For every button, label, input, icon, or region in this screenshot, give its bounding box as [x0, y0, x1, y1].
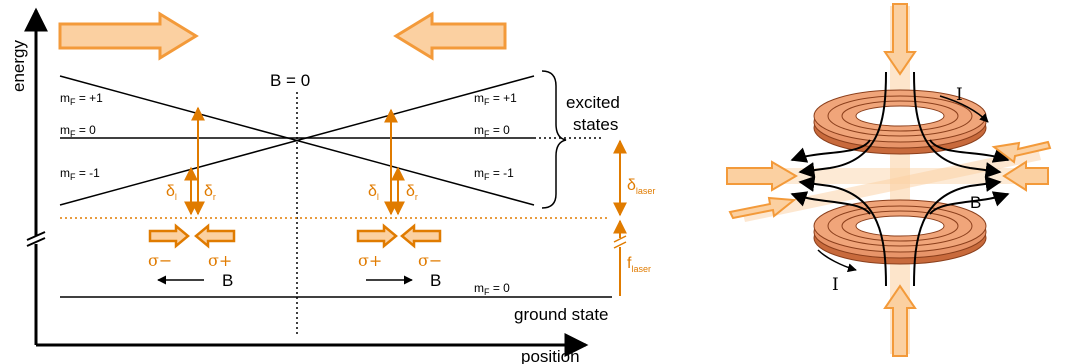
- upper-current-arrow: [939, 95, 989, 123]
- excited-label-line1: excited: [566, 93, 620, 112]
- upper-current-label: I: [956, 85, 963, 105]
- f-laser-break-a: [613, 235, 627, 243]
- right-mf-plus1: mF = +1: [474, 91, 517, 107]
- right-mf-zero: mF = 0: [474, 123, 510, 139]
- right-sigma-plus: σ+: [358, 251, 382, 270]
- axis-break: [26, 231, 46, 247]
- mot-beam-top: [883, 3, 917, 76]
- small-arrow-right-pair-left: [400, 223, 442, 249]
- left-sigma-plus: σ+: [208, 251, 232, 270]
- delta-laser-label: δlaser: [627, 177, 655, 196]
- small-arrow-right-pair-right: [356, 223, 398, 249]
- right-delta-l-label: δl: [368, 183, 379, 202]
- level-crossing-b: [59, 75, 535, 206]
- right-b-field-label: B: [430, 271, 441, 290]
- lower-coil: [813, 199, 987, 265]
- mot-beam-diag-upper-right: [991, 140, 1052, 164]
- right-sigma-minus: σ−: [418, 251, 442, 270]
- left-mf-plus1: mF = +1: [60, 91, 103, 107]
- lower-current-label: I: [832, 275, 839, 295]
- y-axis-label: energy: [9, 40, 28, 92]
- left-mf-minus1: mF = -1: [60, 166, 100, 182]
- energy-diagram: energy position B = 0 mF = +1 mF = 0 mF …: [9, 7, 655, 364]
- right-delta-r-label: δr: [406, 183, 418, 202]
- left-delta-r-label: δr: [204, 183, 216, 202]
- mot-coil-illustration: I I B: [726, 3, 1052, 357]
- laser-arrow-right: [58, 11, 199, 61]
- small-arrow-left-pair-right: [148, 223, 190, 249]
- mot-beam-diag-lower-left: [728, 196, 797, 220]
- left-b-field-label: B: [222, 271, 233, 290]
- f-laser-label: flaser: [627, 255, 651, 274]
- excited-label-line2: states: [573, 115, 618, 134]
- laser-arrow-left: [393, 11, 507, 61]
- magnetic-field-lines: [790, 71, 1010, 287]
- ground-mf-zero: mF = 0: [474, 281, 510, 297]
- x-axis-label: position: [521, 347, 580, 364]
- b-zero-label: B = 0: [270, 71, 310, 90]
- left-delta-l-label: δl: [166, 183, 177, 202]
- left-sigma-minus: σ−: [148, 251, 172, 270]
- coil-b-label: B: [970, 193, 981, 212]
- lower-current-arrow: [817, 249, 857, 273]
- right-mf-minus1: mF = -1: [474, 166, 514, 182]
- mot-beam-left: [726, 160, 798, 192]
- small-arrow-left-pair-left: [194, 223, 236, 249]
- mot-beam-bottom: [883, 284, 917, 357]
- ground-state-label: ground state: [514, 305, 609, 324]
- mot-beam-right: [1002, 160, 1049, 192]
- upper-coil: [813, 89, 987, 155]
- left-mf-zero: mF = 0: [60, 123, 96, 139]
- excited-states-brace: [541, 70, 567, 209]
- f-laser-break-b: [613, 241, 627, 249]
